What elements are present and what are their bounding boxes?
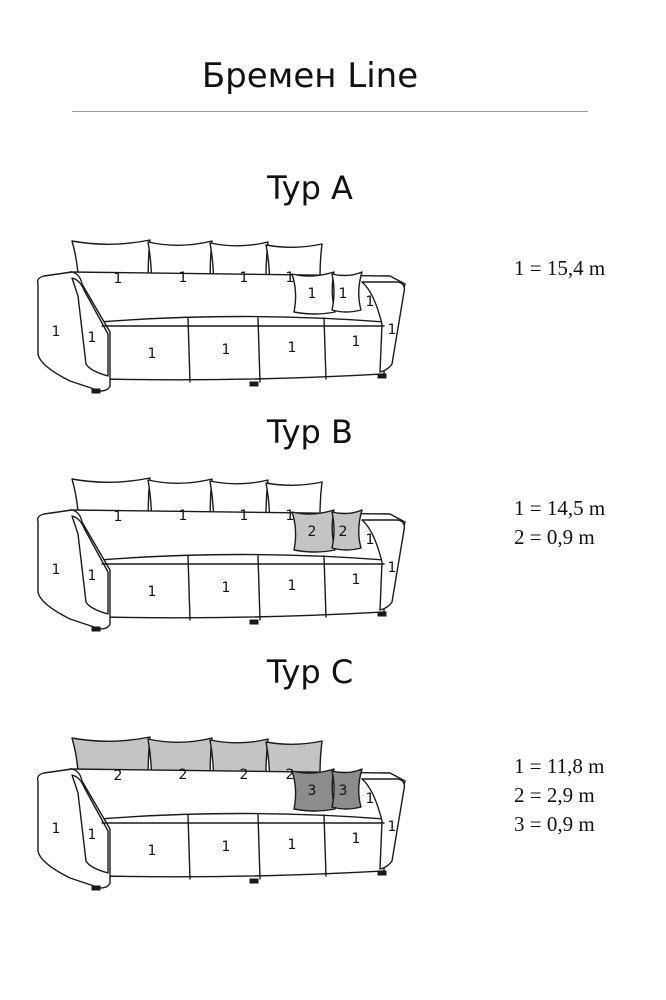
- seat-3-label: 1: [288, 340, 297, 356]
- small-pillow-a-label: 2: [308, 524, 317, 540]
- left-arm-inner-label: 1: [88, 827, 97, 843]
- right-arm-outer-label: 1: [388, 819, 397, 835]
- fabric-spec-c: 1 = 11,8 m 2 = 2,9 m 3 = 0,9 m: [514, 752, 654, 839]
- right-arm-outer-label: 1: [388, 560, 397, 576]
- left-arm-inner: [71, 774, 109, 874]
- foot-mid: [249, 619, 259, 625]
- page-title: Бремен Line: [201, 56, 419, 96]
- back-pillow-2-label: 1: [179, 508, 188, 524]
- seat-1-label: 1: [148, 346, 157, 362]
- seat-2-label: 1: [222, 342, 231, 358]
- back-pillow-3-label: 1: [240, 508, 249, 524]
- seat-divider-2: [257, 814, 261, 880]
- fabric-spec-b: 1 = 14,5 m 2 = 0,9 m: [514, 494, 654, 552]
- small-pillow-a-label: 1: [308, 286, 317, 302]
- variant-heading-a: Typ A: [267, 169, 353, 207]
- left-arm-inner: [71, 515, 109, 615]
- right-arm-inner-label: 1: [366, 791, 375, 807]
- foot-right: [377, 870, 387, 876]
- seat-divider-1: [187, 814, 191, 880]
- back-pillow-4-label: 1: [286, 270, 295, 286]
- back-pillow-1-label: 2: [114, 768, 123, 784]
- seat-divider-2: [257, 317, 261, 383]
- foot-mid: [249, 878, 259, 884]
- foot-left: [91, 388, 101, 394]
- seat-3-label: 1: [288, 837, 297, 853]
- right-arm: [361, 519, 406, 611]
- seat-4-label: 1: [352, 572, 361, 588]
- fabric-spec-line: 2 = 2,9 m: [514, 783, 595, 807]
- seat-divider-3: [323, 814, 327, 877]
- seat-4-label: 1: [352, 334, 361, 350]
- small-pillow-a-label: 3: [308, 783, 317, 799]
- seat-divider-3: [323, 555, 327, 618]
- back-pillow-3-label: 2: [240, 767, 249, 783]
- right-arm-inner-label: 1: [366, 294, 375, 310]
- small-pillow-b-label: 2: [339, 524, 348, 540]
- back-pillow-1-label: 1: [114, 271, 123, 287]
- foot-right: [377, 611, 387, 617]
- right-arm: [361, 281, 406, 373]
- foot-mid: [249, 381, 259, 387]
- foot-left: [91, 885, 101, 891]
- back-pillow-3-label: 1: [240, 270, 249, 286]
- fabric-spec-line: 1 = 11,8 m: [514, 754, 605, 778]
- seat-3-label: 1: [288, 578, 297, 594]
- small-pillow-a: [291, 509, 336, 553]
- fabric-spec-line: 1 = 15,4 m: [514, 256, 606, 280]
- seat-2-label: 1: [222, 839, 231, 855]
- back-pillow-4-label: 2: [286, 767, 295, 783]
- foot-right: [377, 373, 387, 379]
- fabric-spec-a: 1 = 15,4 m: [514, 254, 654, 283]
- fabric-spec-line: 3 = 0,9 m: [514, 812, 595, 836]
- back-pillow-1-label: 1: [114, 509, 123, 525]
- seat-divider-3: [323, 317, 327, 380]
- title-divider: [72, 111, 588, 112]
- variant-heading-b: Typ B: [267, 413, 353, 451]
- small-pillow-b-label: 3: [339, 783, 348, 799]
- left-arm-outer-label: 1: [52, 324, 61, 340]
- small-pillow-b-label: 1: [339, 286, 348, 302]
- seat-4-label: 1: [352, 831, 361, 847]
- small-pillow-a: [291, 768, 336, 812]
- small-pillow-b: [331, 271, 363, 313]
- seat-1-label: 1: [148, 584, 157, 600]
- seat-2-label: 1: [222, 580, 231, 596]
- left-arm-outer-label: 1: [52, 562, 61, 578]
- fabric-spec-line: 2 = 0,9 m: [514, 525, 595, 549]
- right-arm: [361, 778, 406, 870]
- left-arm-outer-label: 1: [52, 821, 61, 837]
- small-pillow-b: [331, 768, 363, 810]
- left-arm-inner-label: 1: [88, 568, 97, 584]
- foot-left: [91, 626, 101, 632]
- right-arm-inner-label: 1: [366, 532, 375, 548]
- right-arm-outer-label: 1: [388, 322, 397, 338]
- small-pillow-a: [291, 271, 336, 315]
- fabric-spec-line: 1 = 14,5 m: [514, 496, 606, 520]
- left-arm-inner-label: 1: [88, 330, 97, 346]
- back-pillow-2-label: 2: [179, 767, 188, 783]
- small-pillow-b: [331, 509, 363, 551]
- back-pillow-2-label: 1: [179, 270, 188, 286]
- variant-heading-c: Typ C: [266, 653, 354, 691]
- seat-divider-2: [257, 555, 261, 621]
- seat-divider-1: [187, 317, 191, 383]
- left-arm-inner: [71, 277, 109, 377]
- seat-divider-1: [187, 555, 191, 621]
- seat-1-label: 1: [148, 843, 157, 859]
- back-pillow-4-label: 1: [286, 508, 295, 524]
